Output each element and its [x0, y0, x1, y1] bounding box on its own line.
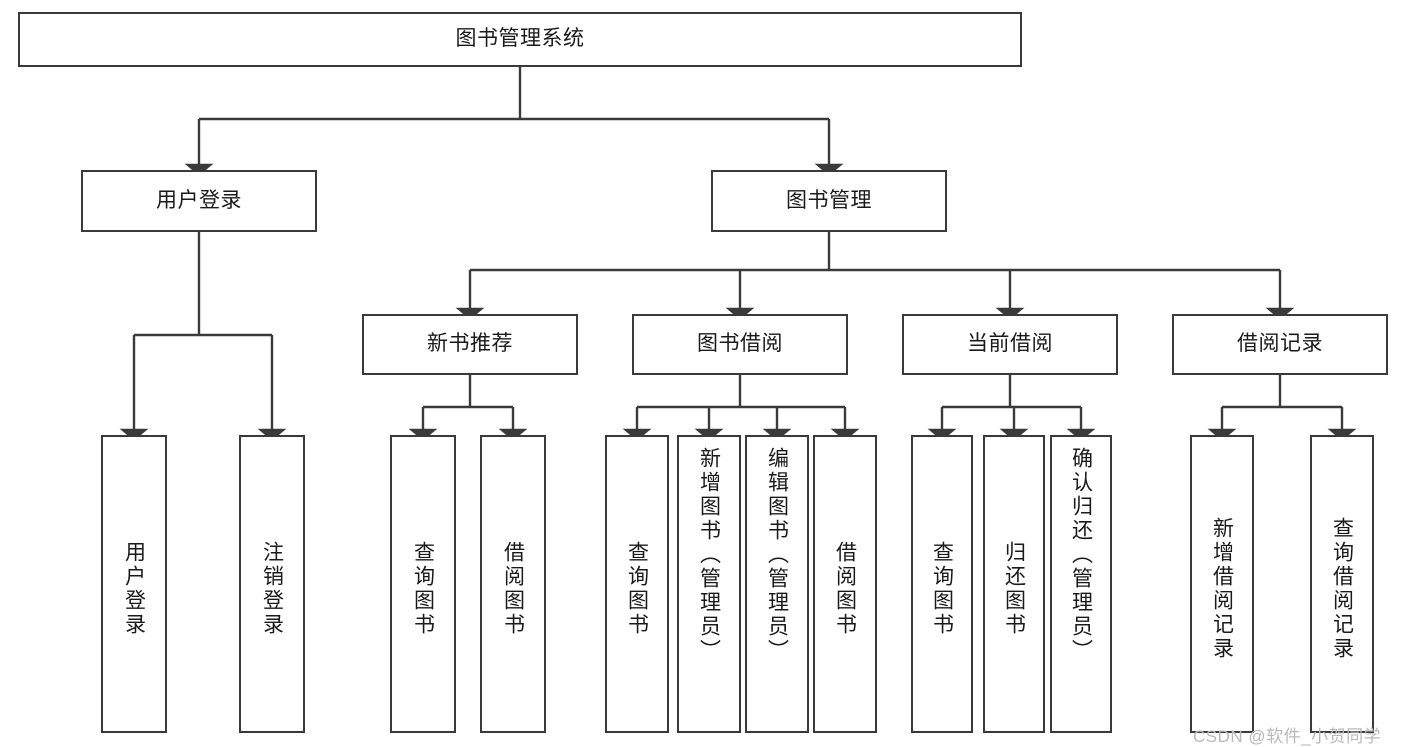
node-book-borrow[interactable]: 图书借阅	[632, 314, 848, 375]
node-label-leaf-logout: 注销登录	[260, 541, 284, 637]
node-label-leaf-edit-book: 编辑图书（管理员）	[765, 447, 789, 663]
node-root[interactable]: 图书管理系统	[18, 12, 1022, 67]
node-label-leaf-borrow-book-1: 借阅图书	[501, 541, 525, 637]
node-label-leaf-query-borrow-record: 查询借阅记录	[1330, 517, 1354, 661]
node-leaf-borrow-book-2[interactable]: 借阅图书	[813, 435, 877, 733]
node-leaf-confirm-return[interactable]: 确认归还（管理员）	[1050, 435, 1112, 733]
node-label-book-borrow: 图书借阅	[697, 332, 783, 356]
node-label-user-login: 用户登录	[156, 188, 242, 212]
node-leaf-edit-book[interactable]: 编辑图书（管理员）	[745, 435, 809, 733]
node-new-book-recommend[interactable]: 新书推荐	[362, 314, 578, 375]
node-leaf-add-book[interactable]: 新增图书（管理员）	[677, 435, 741, 733]
node-label-leaf-query-book-2: 查询图书	[625, 541, 649, 637]
node-current-borrow[interactable]: 当前借阅	[902, 314, 1118, 375]
node-leaf-query-book-1[interactable]: 查询图书	[390, 435, 456, 733]
node-leaf-user-login[interactable]: 用户登录	[101, 435, 167, 733]
node-label-borrow-record: 借阅记录	[1237, 332, 1323, 356]
node-label-leaf-confirm-return: 确认归还（管理员）	[1069, 447, 1093, 663]
node-label-leaf-user-login: 用户登录	[122, 541, 146, 637]
node-label-new-book-recommend: 新书推荐	[427, 332, 513, 356]
node-label-book-manage: 图书管理	[786, 188, 872, 212]
node-leaf-add-borrow-record[interactable]: 新增借阅记录	[1190, 435, 1254, 733]
node-label-leaf-query-book-3: 查询图书	[930, 541, 954, 637]
node-borrow-record[interactable]: 借阅记录	[1172, 314, 1388, 375]
node-label-leaf-query-book-1: 查询图书	[411, 541, 435, 637]
node-leaf-query-borrow-record[interactable]: 查询借阅记录	[1310, 435, 1374, 733]
node-leaf-borrow-book-1[interactable]: 借阅图书	[480, 435, 546, 733]
node-label-leaf-borrow-book-2: 借阅图书	[833, 541, 857, 637]
node-user-login[interactable]: 用户登录	[81, 170, 317, 232]
node-leaf-return-book[interactable]: 归还图书	[983, 435, 1045, 733]
node-label-leaf-return-book: 归还图书	[1002, 541, 1026, 637]
node-label-leaf-add-book: 新增图书（管理员）	[697, 447, 721, 663]
node-leaf-logout[interactable]: 注销登录	[239, 435, 305, 733]
node-book-manage[interactable]: 图书管理	[711, 170, 947, 232]
node-label-current-borrow: 当前借阅	[967, 332, 1053, 356]
node-label-leaf-add-borrow-record: 新增借阅记录	[1210, 517, 1234, 661]
node-label-root: 图书管理系统	[455, 27, 585, 51]
node-leaf-query-book-2[interactable]: 查询图书	[605, 435, 669, 733]
node-leaf-query-book-3[interactable]: 查询图书	[911, 435, 973, 733]
